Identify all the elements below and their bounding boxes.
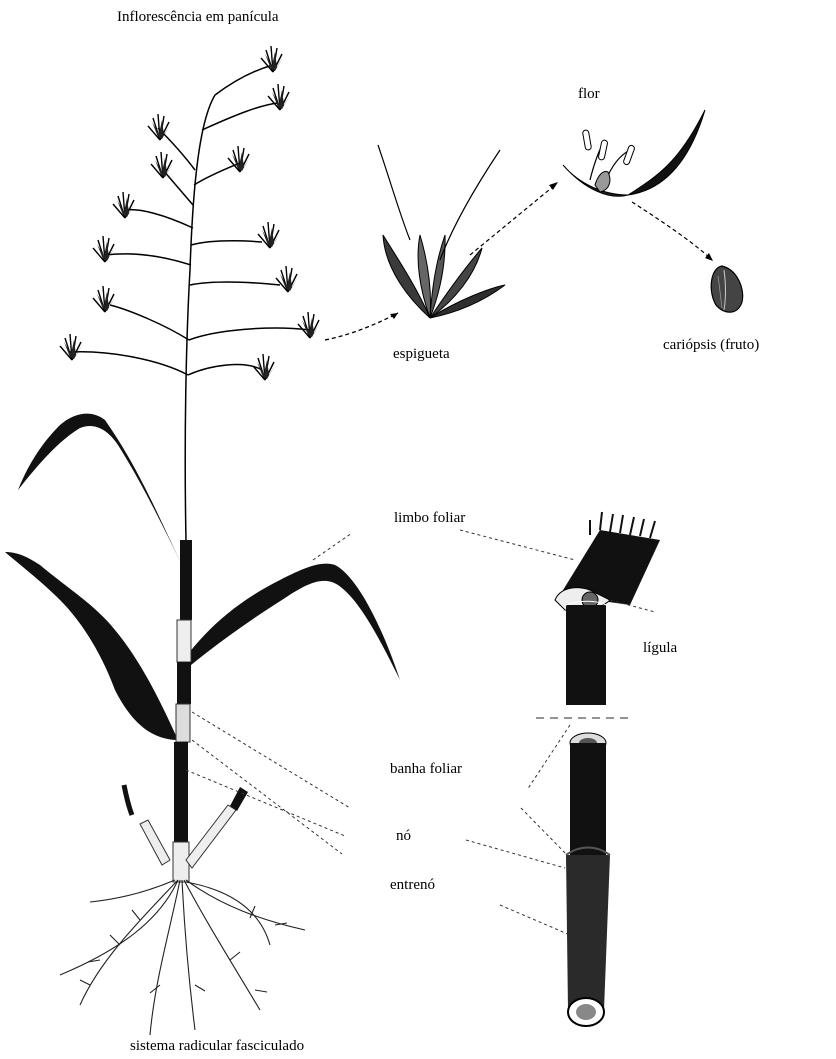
- leader-lines: [186, 533, 352, 854]
- caryopsis-grain: [711, 266, 742, 312]
- label-leaf-blade: limbo foliar: [394, 509, 465, 527]
- label-spikelet: espigueta: [393, 345, 450, 363]
- label-inflorescence: Inflorescência em panícula: [117, 8, 279, 26]
- spikelet-detail: [378, 145, 505, 318]
- label-caryopsis: cariópsis (fruto): [663, 336, 759, 354]
- sheath-detail-bottom: [566, 733, 610, 1026]
- label-ligule: lígula: [643, 639, 677, 657]
- label-root-system: sistema radicular fasciculado: [130, 1037, 304, 1055]
- culm-and-leaves: [5, 414, 400, 882]
- flower-detail: [563, 110, 705, 196]
- fibrous-roots: [60, 880, 305, 1035]
- panicle-spikelets: [60, 46, 320, 380]
- label-flower: flor: [578, 85, 600, 103]
- label-node: nó: [396, 827, 411, 845]
- sheath-detail-top: [555, 512, 660, 705]
- label-internode: entrenó: [390, 876, 435, 894]
- label-leaf-sheath: banha foliar: [390, 760, 462, 778]
